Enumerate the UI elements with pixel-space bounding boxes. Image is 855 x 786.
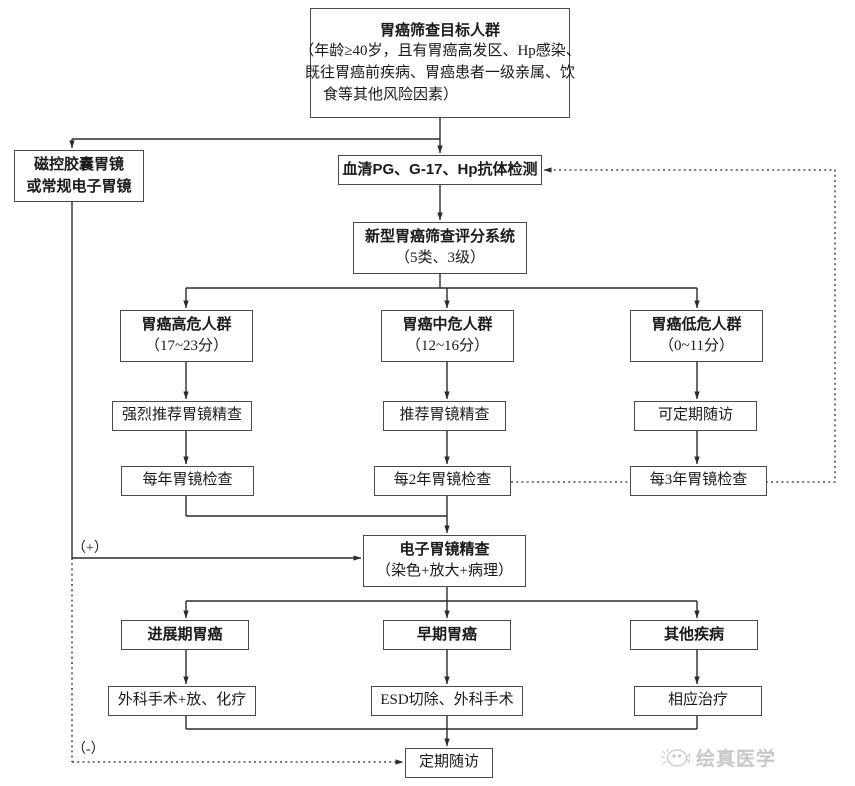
node-corresponding-treatment[interactable]: 相应治疗 (634, 686, 762, 716)
node-other-diseases-label: 其他疾病 (663, 626, 724, 644)
node-target-population[interactable]: 胃癌筛查目标人群 （年龄≥40岁，且有胃癌高发区、Hp感染、 既往胃癌前疾病、胃… (299, 8, 581, 118)
node-strongly-recommend-label: 强烈推荐胃镜精查 (121, 407, 242, 424)
node-electronic-endoscopy[interactable]: 电子胃镜精查 （染色+放大+病理） (363, 535, 526, 587)
node-scoring-system-line-0: 新型胃癌筛查评分系统 (364, 228, 515, 246)
node-serum-test[interactable]: 血清PG、G-17、Hp抗体检测 (338, 155, 542, 185)
node-target-population-line-2: 既往胃癌前疾病、胃癌患者一级亲属、饮 (305, 65, 576, 81)
node-electronic-endoscopy-line-0: 电子胃镜精查 (399, 541, 490, 559)
watermark-logo-icon (660, 745, 691, 771)
node-esd-surgery-label: ESD切除、外科手术 (380, 692, 514, 709)
node-regular-followup-option[interactable]: 可定期随访 (634, 401, 757, 431)
node-electronic-endoscopy-line-1: （染色+放大+病理） (376, 563, 513, 579)
node-annual-endoscopy[interactable]: 每年胃镜检查 (121, 466, 254, 496)
node-advanced-gastric-cancer[interactable]: 进展期胃癌 (121, 620, 249, 650)
node-triennial-endoscopy-label: 每3年胃镜检查 (649, 472, 748, 489)
node-target-population-line-3: 食等其他风险因素） (323, 86, 459, 103)
watermark: 绘真医学 (660, 744, 776, 771)
watermark-text: 绘真医学 (696, 749, 777, 770)
node-low-risk-line-1: （0~11分） (658, 338, 735, 354)
node-high-risk-line-0: 胃癌高危人群 (141, 316, 232, 334)
node-target-population-line-1: （年龄≥40岁，且有胃癌高发区、Hp感染、 (299, 43, 581, 60)
node-scoring-system[interactable]: 新型胃癌筛查评分系统 （5类、3级） (353, 222, 527, 274)
node-low-risk[interactable]: 胃癌低危人群 （0~11分） (630, 310, 763, 362)
node-target-population-line-0: 胃癌筛查目标人群 (379, 21, 500, 39)
node-scoring-system-line-1: （5类、3级） (394, 250, 485, 266)
node-surgery-radio-chemo[interactable]: 外科手术+放、化疗 (108, 686, 256, 716)
node-periodic-followup[interactable]: 定期随访 (405, 748, 493, 778)
node-regular-followup-option-label: 可定期随访 (657, 407, 733, 424)
node-annual-endoscopy-label: 每年胃镜检查 (142, 472, 233, 489)
node-biennial-endoscopy-label: 每2年胃镜检查 (393, 472, 492, 489)
node-capsule-endoscopy-line-1: 或常规电子胃镜 (26, 178, 132, 195)
node-other-diseases[interactable]: 其他疾病 (630, 620, 758, 650)
node-medium-risk[interactable]: 胃癌中危人群 （12~16分） (381, 310, 514, 362)
node-serum-test-label: 血清PG、G-17、Hp抗体检测 (342, 161, 538, 179)
node-periodic-followup-label: 定期随访 (418, 754, 479, 771)
node-corresponding-treatment-label: 相应治疗 (667, 692, 728, 709)
node-high-risk[interactable]: 胃癌高危人群 （17~23分） (120, 310, 253, 362)
node-esd-surgery[interactable]: ESD切除、外科手术 (371, 686, 523, 716)
node-capsule-endoscopy[interactable]: 磁控胶囊胃镜 或常规电子胃镜 (14, 150, 144, 202)
edge-label-negative: （-） (72, 742, 105, 757)
node-surgery-radio-chemo-label: 外科手术+放、化疗 (117, 692, 247, 709)
edge-label-positive: （+） (72, 541, 108, 556)
node-low-risk-line-0: 胃癌低危人群 (651, 316, 742, 334)
node-high-risk-line-1: （17~23分） (144, 338, 229, 354)
node-recommend-label: 推荐胃镜精查 (399, 407, 490, 424)
node-advanced-gastric-cancer-label: 进展期胃癌 (147, 626, 223, 644)
node-medium-risk-line-1: （12~16分） (405, 338, 490, 354)
node-triennial-endoscopy[interactable]: 每3年胃镜检查 (630, 466, 767, 496)
node-strongly-recommend[interactable]: 强烈推荐胃镜精查 (112, 401, 252, 431)
node-medium-risk-line-0: 胃癌中危人群 (402, 316, 493, 334)
node-early-gastric-cancer-label: 早期胃癌 (416, 626, 477, 644)
node-biennial-endoscopy[interactable]: 每2年胃镜检查 (374, 466, 511, 496)
node-capsule-endoscopy-line-0: 磁控胶囊胃镜 (33, 156, 124, 174)
node-recommend[interactable]: 推荐胃镜精查 (383, 401, 506, 431)
node-early-gastric-cancer[interactable]: 早期胃癌 (383, 620, 511, 650)
